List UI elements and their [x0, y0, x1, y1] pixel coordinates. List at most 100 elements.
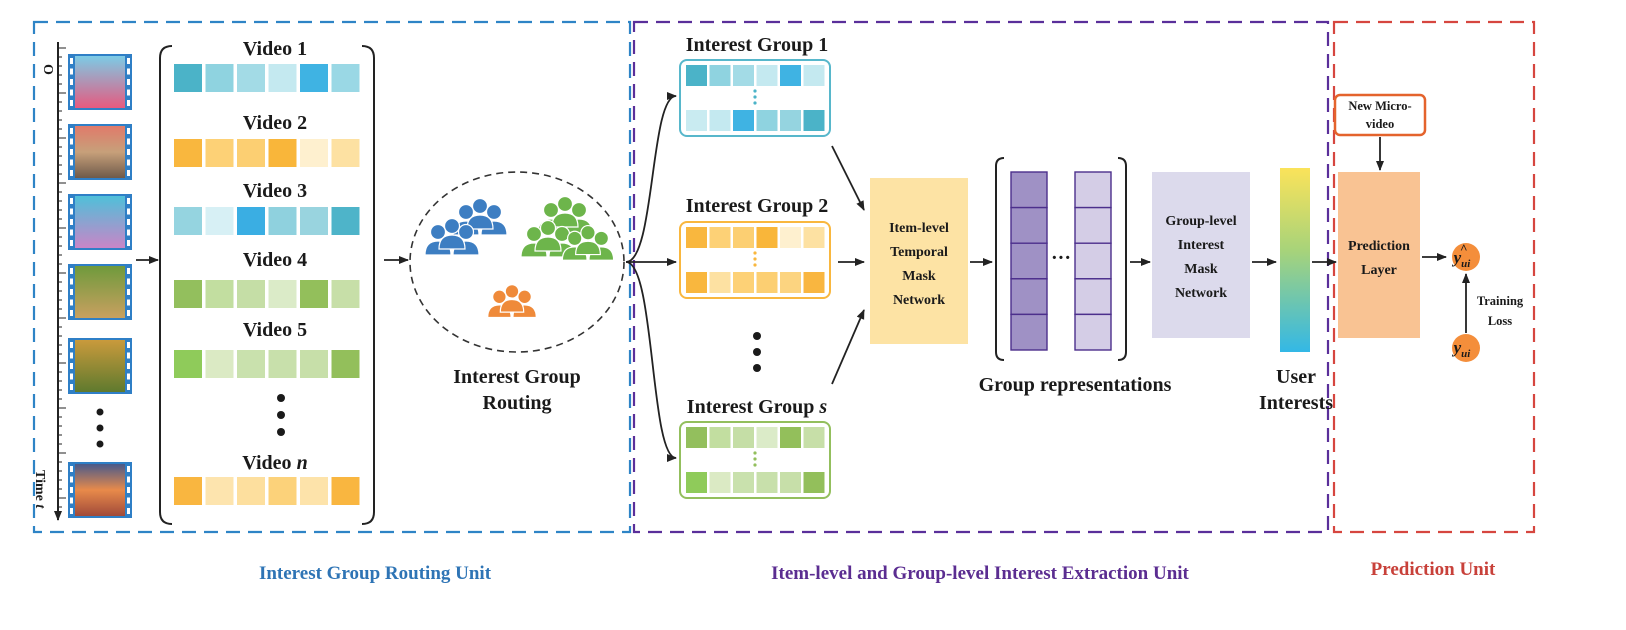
- training-loss-label-line1: Training: [1477, 294, 1524, 308]
- video-cell: [237, 350, 265, 378]
- video-cell: [331, 477, 360, 505]
- reps-bracket-left: [995, 157, 1005, 361]
- video-cell: [237, 280, 265, 308]
- people-group-green-icon-right: [561, 224, 615, 261]
- video-cell: [205, 207, 234, 235]
- group-cell: [780, 227, 801, 248]
- prediction-unit-caption: Prediction Unit: [1371, 559, 1496, 580]
- video-row-1: Video 1: [174, 38, 360, 92]
- cartoon-kids-thumbnail: [68, 54, 132, 110]
- svg-text:Interest: Interest: [1178, 238, 1225, 253]
- group-cell: [733, 227, 754, 248]
- training-loss-label-line2: Loss: [1488, 314, 1512, 328]
- group-cell: [803, 227, 825, 248]
- svg-text:Item-level: Item-level: [889, 221, 949, 236]
- group-representations-label: Group representations: [979, 374, 1172, 396]
- group-level-mask-label: Group-level Interest Mask Network: [1165, 214, 1236, 301]
- group-cell: [733, 65, 754, 86]
- video-cell: [331, 64, 360, 92]
- puppy-thumbnail: [68, 264, 132, 320]
- video-cell: [205, 477, 234, 505]
- prediction-layer-label-line1: Prediction: [1348, 239, 1410, 254]
- interest-group-title: Interest Group 2: [686, 195, 829, 217]
- interest-group-title: Interest Group 1: [686, 34, 829, 56]
- video-cell: [268, 350, 297, 378]
- group-cell: [780, 427, 801, 448]
- video-cell: [205, 350, 234, 378]
- timeline-end-label: Time t: [32, 470, 47, 509]
- interest-groups: Interest Group 1 Interest Group 2 Interest…: [679, 34, 831, 499]
- video-row-2: Video 2: [174, 112, 360, 167]
- svg-text:Temporal: Temporal: [890, 245, 948, 260]
- dog-running-thumbnail: [68, 338, 132, 394]
- group-cell: [780, 272, 801, 293]
- people-group-blue-icon: [424, 217, 480, 256]
- group-cell: [803, 65, 825, 86]
- item-level-mask-box: [870, 178, 968, 344]
- svg-text:Mask: Mask: [902, 269, 936, 284]
- routing-label-line1: Interest Group: [453, 366, 581, 388]
- group-cell: [803, 427, 825, 448]
- item-level-mask-label: Item-level Temporal Mask Network: [889, 221, 949, 308]
- new-micro-video-label-line2: video: [1366, 117, 1394, 131]
- video-row-6: Video n: [174, 452, 360, 505]
- user-interests-bar: [1280, 168, 1310, 352]
- video-cell: [300, 280, 328, 308]
- video-cell: [300, 139, 328, 167]
- video-bracket-left: [159, 45, 173, 525]
- group-cell: [780, 472, 801, 493]
- video-cell: [300, 350, 328, 378]
- thumbnail-ellipsis: [96, 408, 104, 448]
- svg-text:Group-level: Group-level: [1165, 214, 1236, 229]
- prediction-layer-label-line2: Layer: [1361, 263, 1397, 278]
- routing-to-group-arrows: [625, 92, 677, 462]
- group-cell: [756, 272, 778, 293]
- video-cell: [174, 280, 202, 308]
- svg-text:Network: Network: [893, 293, 945, 308]
- video-cell: [268, 139, 297, 167]
- people-group-green-icon: [520, 219, 576, 258]
- group-cell: [686, 227, 707, 248]
- svg-text:Network: Network: [1175, 286, 1227, 301]
- video-cell: [331, 139, 360, 167]
- group-cell: [780, 65, 801, 86]
- group-cell: [756, 65, 778, 86]
- group-cell: [709, 472, 731, 493]
- video-title: Video 1: [243, 38, 307, 60]
- video-cell: [268, 477, 297, 505]
- group-cell: [686, 272, 707, 293]
- video-cell: [205, 280, 234, 308]
- routing-unit-caption: Interest Group Routing Unit: [259, 563, 492, 584]
- video-cell: [174, 207, 202, 235]
- group-cell: [733, 472, 754, 493]
- svg-text:Mask: Mask: [1184, 262, 1218, 277]
- people-group-orange-icon: [487, 284, 537, 319]
- video-row-5: Video 5: [174, 319, 360, 378]
- video-cell: [300, 477, 328, 505]
- video-cell: [237, 477, 265, 505]
- y-true-label: yui: [1452, 338, 1472, 360]
- interest-group-3: Interest Group s: [679, 396, 831, 499]
- group-cell: [709, 427, 731, 448]
- y-hat-label: yui: [1452, 248, 1472, 270]
- video-cell: [237, 139, 265, 167]
- y-hat-node: [1452, 243, 1480, 271]
- group-representation-vectors: [1010, 171, 1112, 351]
- prediction-layer-box: [1338, 172, 1420, 338]
- video-cell: [174, 139, 202, 167]
- video-cell: [174, 477, 202, 505]
- extraction-unit-frame: [632, 20, 1330, 534]
- video-cell: [205, 139, 234, 167]
- video-title: Video 5: [243, 319, 307, 341]
- video-cell: [268, 207, 297, 235]
- group-cell: [709, 110, 731, 131]
- video-cell: [331, 350, 360, 378]
- group-cell: [709, 272, 731, 293]
- group-cell: [686, 65, 707, 86]
- group-cell: [686, 110, 707, 131]
- groups-ellipsis: [753, 332, 761, 372]
- group-cell: [756, 427, 778, 448]
- prediction-unit-frame: [1332, 20, 1536, 534]
- aquarium-thumbnail: [68, 194, 132, 250]
